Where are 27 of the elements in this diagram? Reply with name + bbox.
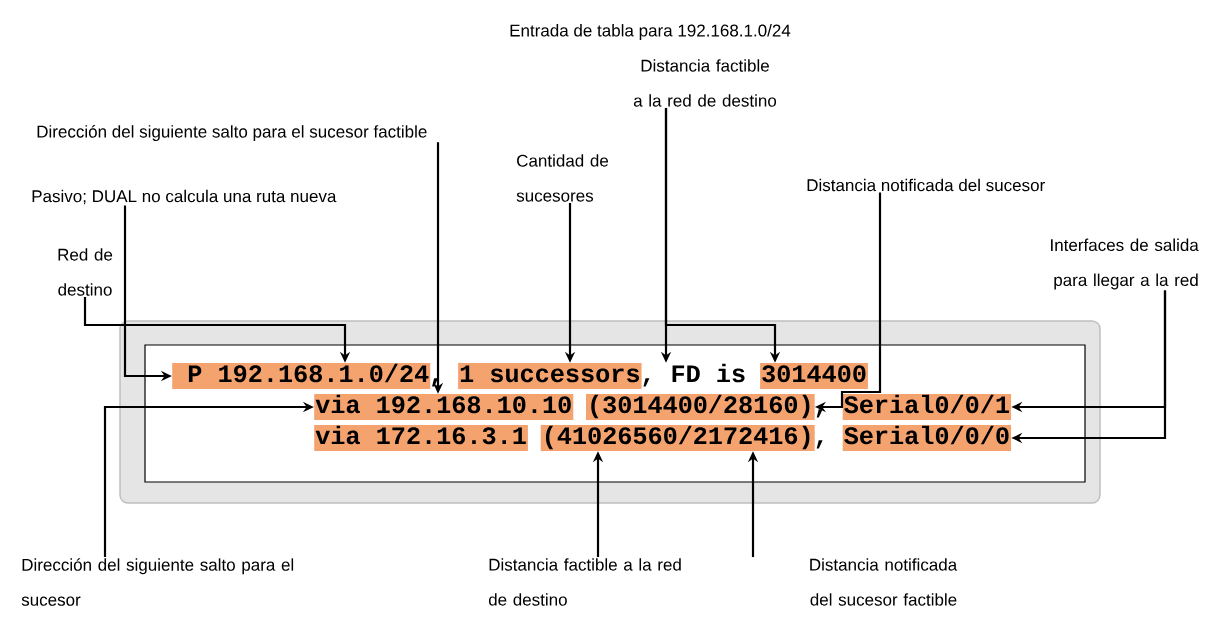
- highlighted-text: (41026560/: [540, 425, 694, 451]
- highlighted-text: via 192.168.10.10: [314, 394, 574, 420]
- highlighted-text: 2172416): [691, 425, 815, 451]
- heading-text: Entrada de tabla para 192.168.1.0/24: [510, 24, 791, 40]
- annotation-text: Distancia notificada del sucesor: [807, 178, 1045, 192]
- highlighted-text: via 172.16.3.1: [314, 425, 528, 451]
- highlighted-text: Serial0/0/1: [842, 394, 1012, 420]
- highlighted-text: Serial0/0/0: [842, 425, 1012, 451]
- punctuation: ,: [643, 378, 650, 387]
- command-text: FD is: [672, 363, 745, 383]
- punctuation: ,: [816, 440, 823, 449]
- annotation-text: Pasivo; DUAL no calcula una ruta nueva: [32, 189, 337, 205]
- annotation-text: Distancia factible a la red de destino: [488, 558, 681, 606]
- highlighted-text: P: [172, 363, 218, 389]
- punctuation: ,: [816, 409, 823, 418]
- punctuation: ,: [432, 378, 439, 387]
- annotation-text: Distancia notificada del sucesor factible: [810, 558, 958, 606]
- highlighted-text: 1 successors: [458, 363, 642, 389]
- annotation-text: Dirección del siguiente salto para el sucesor: [21, 558, 294, 606]
- annotation-text: Red de destino: [58, 248, 113, 296]
- highlighted-text: /28160): [706, 394, 815, 420]
- highlighted-text: (3014400: [586, 394, 709, 420]
- annotation-text: Distancia factible a la red de destino: [633, 59, 777, 107]
- highlighted-text: 3014400: [760, 363, 868, 389]
- annotation-text: Cantidad de sucesores: [516, 154, 609, 202]
- annotation-text: Dirección del siguiente salto para el sucesor factible: [37, 125, 427, 141]
- annotation-text: Interfaces de salida para llegar a la red: [1051, 238, 1199, 290]
